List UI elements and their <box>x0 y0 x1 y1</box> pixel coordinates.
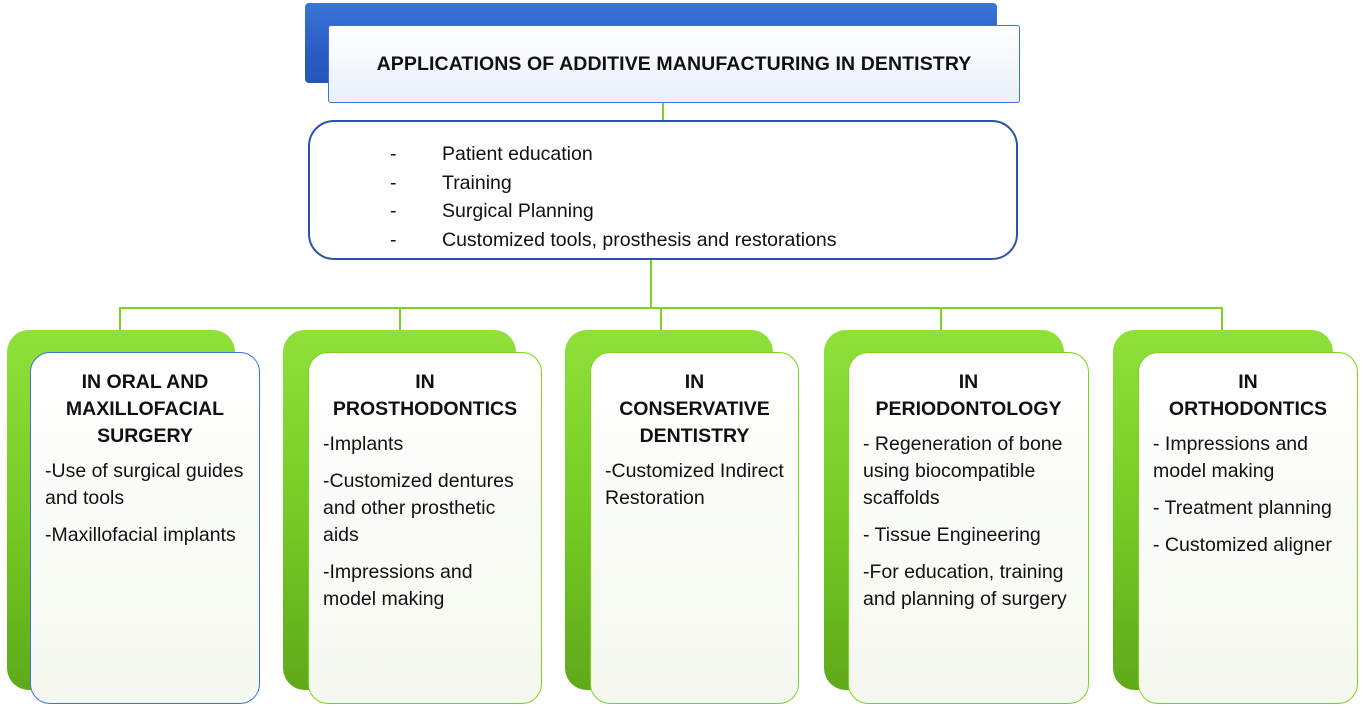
uses-box: -Patient education -Training -Surgical P… <box>308 120 1018 260</box>
card-heading: IN PERIODONTOLOGY <box>875 371 1062 420</box>
card-heading: IN ORTHODONTICS <box>1168 371 1328 420</box>
connector-branch-3 <box>660 307 662 330</box>
card-item: -Maxillofacial implants <box>45 524 236 546</box>
card-item: - Treatment planning <box>1153 497 1332 519</box>
connector-branch-4 <box>940 307 942 330</box>
card-item: - Impressions and model making <box>1153 433 1308 482</box>
card-oral-surgery: IN ORAL AND MAXILLOFACIAL SURGERY -Use o… <box>30 352 260 704</box>
card-item: - Tissue Engineering <box>863 524 1041 546</box>
card-prosthodontics: IN PROSTHODONTICS -Implants -Customized … <box>308 352 542 704</box>
card-item: -Implants <box>323 433 404 455</box>
card-item: -For education, training and planning of… <box>863 561 1067 610</box>
card-item: -Use of surgical guides and tools <box>45 460 244 509</box>
card-conservative: IN CONSERVATIVE DENTISTRY -Customized In… <box>590 352 799 704</box>
card-heading: IN ORAL AND MAXILLOFACIAL SURGERY <box>65 371 225 447</box>
card-heading: IN CONSERVATIVE DENTISTRY <box>619 371 770 447</box>
connector-horizontal <box>119 307 1223 309</box>
card-item: -Impressions and model making <box>323 561 473 610</box>
uses-item: -Customized tools, prosthesis and restor… <box>390 228 837 251</box>
card-item: -Customized dentures and other prostheti… <box>323 470 514 546</box>
title-box: APPLICATIONS OF ADDITIVE MANUFACTURING I… <box>328 25 1020 103</box>
connector-branch-5 <box>1221 307 1223 330</box>
card-item: -Customized Indirect Restoration <box>605 460 784 509</box>
diagram-title: APPLICATIONS OF ADDITIVE MANUFACTURING I… <box>376 52 972 75</box>
connector-branch-2 <box>399 307 401 330</box>
connector-branch-1 <box>119 307 121 330</box>
uses-item: -Training <box>390 171 512 194</box>
card-item: - Regeneration of bone using biocompatib… <box>863 433 1063 509</box>
connector-trunk <box>650 260 652 308</box>
card-orthodontics: IN ORTHODONTICS - Impressions and model … <box>1138 352 1358 704</box>
card-item: - Customized aligner <box>1153 534 1332 556</box>
uses-list: -Patient education -Training -Surgical P… <box>390 140 837 254</box>
uses-item: -Patient education <box>390 143 593 165</box>
connector-title-list <box>662 103 664 120</box>
card-periodontology: IN PERIODONTOLOGY - Regeneration of bone… <box>848 352 1089 704</box>
uses-item: -Surgical Planning <box>390 200 594 223</box>
card-heading: IN PROSTHODONTICS <box>332 371 518 420</box>
